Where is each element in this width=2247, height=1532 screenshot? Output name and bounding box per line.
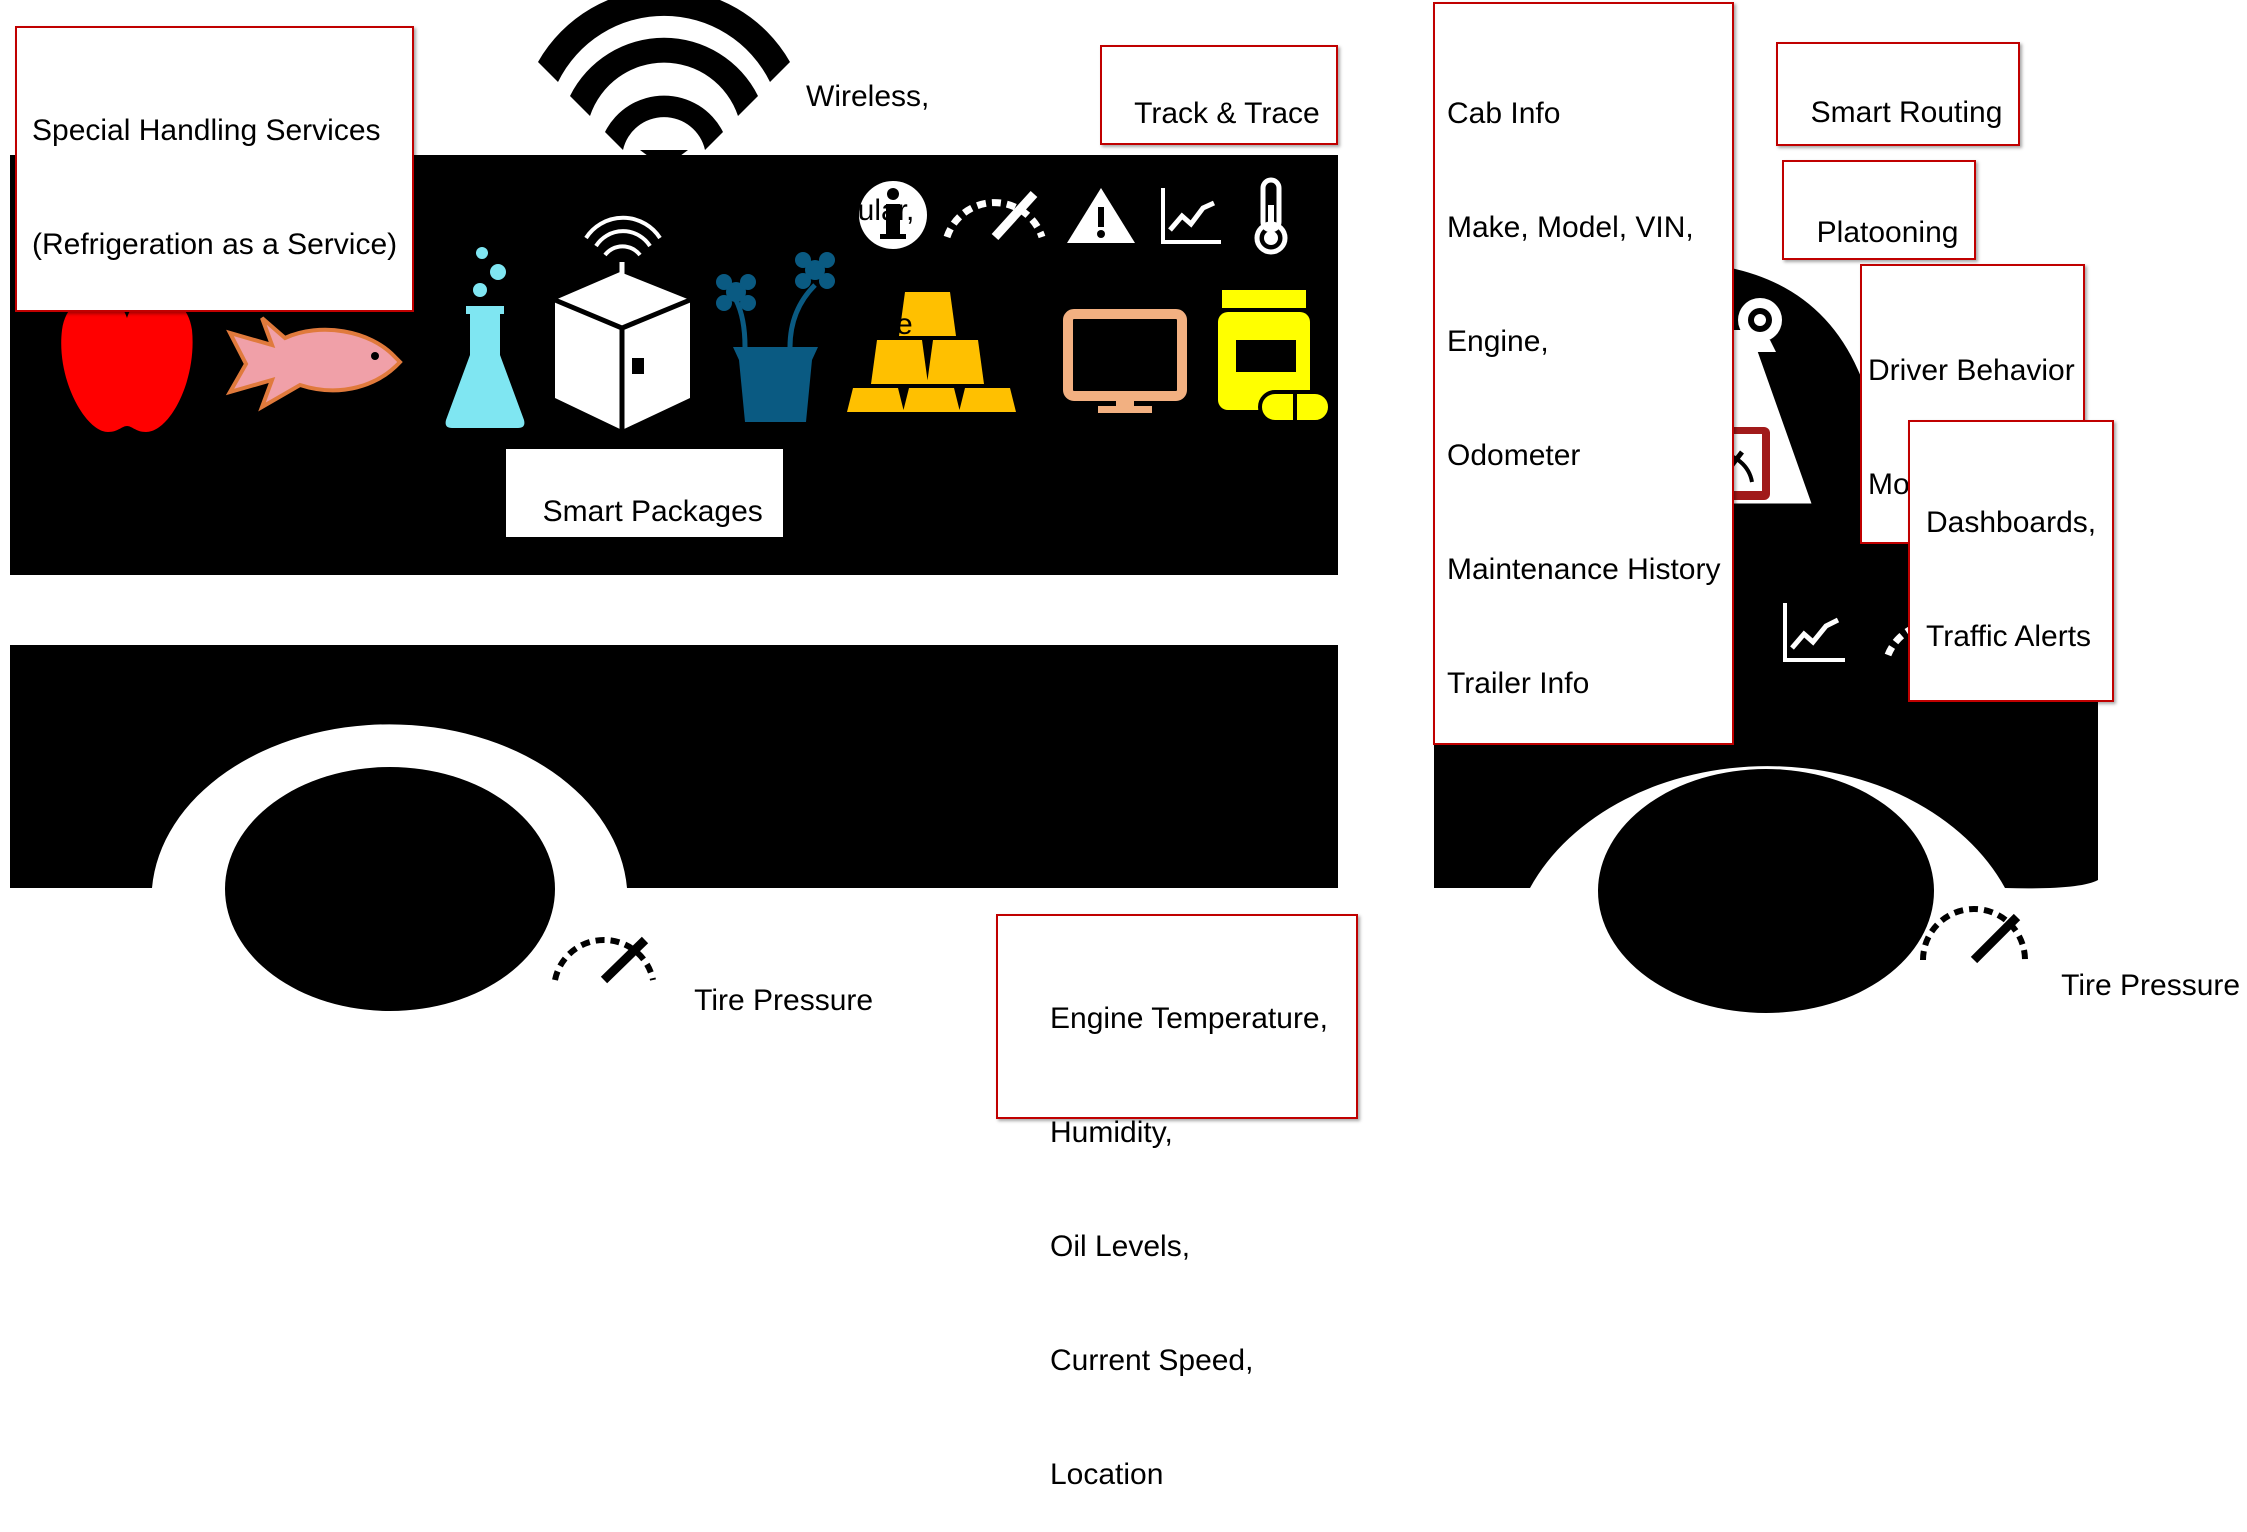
speedometer-icon (943, 190, 1046, 241)
communication-label: Wireless, Cellular, Satellite Communicat… (806, 2, 1014, 496)
dashboards-line-1: Dashboards, (1926, 506, 2097, 539)
line-chart-icon (1161, 188, 1221, 244)
wifi-icon (538, 0, 790, 168)
flask-icon (445, 247, 525, 428)
engine-telemetry-line-3: Oil Levels, (1050, 1230, 1191, 1263)
track-trace-callout: Track & Trace (1100, 45, 1338, 145)
cab-tire-pressure-gauge-icon (1920, 906, 2028, 964)
tire-pressure-cab-label: Tire Pressure (2045, 929, 2240, 1005)
monitor-icon (1063, 309, 1187, 413)
cab-info-callout: Cab Info Make, Model, VIN, Engine, Odome… (1433, 2, 1735, 745)
special-handling-callout: Special Handling Services (Refrigeration… (15, 26, 415, 312)
communication-line-2: Cellular, (806, 194, 915, 227)
cab-wheel (1598, 769, 1934, 1013)
dashboards-line-2: Traffic Alerts (1926, 620, 2092, 653)
driver-behavior-line-1: Driver Behavior (1868, 354, 2075, 387)
flower-pot-icon (716, 252, 835, 422)
communication-line-1: Wireless, (806, 80, 930, 113)
warning-icon (1067, 188, 1135, 243)
tire-pressure-trailer-label: Tire Pressure (678, 944, 873, 1020)
special-handling-line-1: Special Handling Services (32, 114, 381, 147)
tire-pressure-cab-text: Tire Pressure (2061, 969, 2241, 1002)
engine-telemetry-line-1: Engine Temperature, (1050, 1002, 1328, 1035)
engine-telemetry-line-4: Current Speed, (1050, 1344, 1254, 1377)
dashboards-callout: Dashboards, Traffic Alerts (1908, 420, 2115, 702)
smart-routing-text: Smart Routing (1810, 96, 2003, 129)
gold-bars-icon (847, 292, 1016, 412)
connected-truck-diagram: Special Handling Services (Refrigeration… (10, 0, 2240, 1491)
engine-telemetry-line-2: Humidity, (1050, 1116, 1173, 1149)
track-trace-text: Track & Trace (1134, 97, 1320, 130)
special-handling-line-2: (Refrigeration as a Service) (32, 228, 398, 261)
trailer-wheel (225, 767, 555, 1011)
thermometer-icon (1254, 177, 1288, 255)
smart-package-icon (554, 215, 691, 430)
smart-routing-callout: Smart Routing (1776, 42, 2021, 146)
tire-pressure-gauge-icon (552, 936, 656, 984)
trailer-lower-body (10, 645, 1338, 888)
cab-line-chart-icon (1783, 603, 1845, 662)
cab-info-line-1: Cab Info (1447, 97, 1561, 130)
info-icon (859, 181, 927, 249)
cab-info-line-2: Make, Model, VIN, (1447, 211, 1694, 244)
platooning-callout: Platooning (1782, 160, 1977, 260)
cab-info-line-6: Trailer Info (1447, 667, 1590, 700)
communication-line-3: Satellite (806, 308, 913, 341)
engine-telemetry-callout: Engine Temperature, Humidity, Oil Levels… (996, 914, 1358, 1491)
cab-info-line-5: Maintenance History (1447, 553, 1721, 586)
smart-packages-label: Smart Packages (506, 449, 783, 537)
platooning-text: Platooning (1816, 216, 1959, 249)
cab-info-line-3: Engine, (1447, 325, 1549, 358)
webcam-icon (1738, 298, 1782, 352)
tire-pressure-trailer-text: Tire Pressure (694, 984, 874, 1017)
fish-icon (225, 316, 403, 412)
cab-info-line-4: Odometer (1447, 439, 1581, 472)
medicine-icon (1218, 290, 1332, 424)
engine-telemetry-line-5: Location (1050, 1458, 1164, 1491)
smart-packages-text: Smart Packages (542, 495, 763, 528)
communication-line-4: Communication (806, 422, 1015, 455)
